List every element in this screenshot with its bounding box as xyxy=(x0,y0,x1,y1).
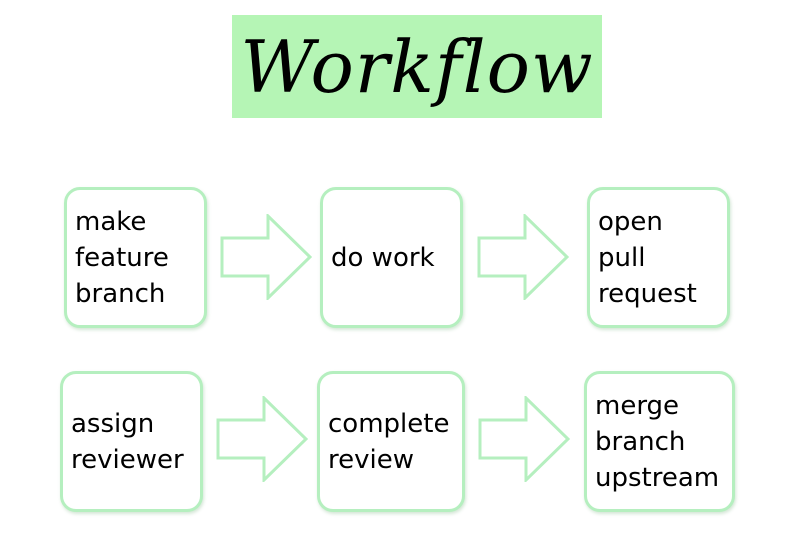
step-label: make feature branch xyxy=(75,206,169,309)
right-arrow-icon-svg xyxy=(216,396,308,482)
step-merge-branch-upstream: merge branch upstream xyxy=(584,371,735,512)
page-title: Workflow xyxy=(240,24,594,109)
right-arrow-icon xyxy=(478,396,570,482)
step-label: open pull request xyxy=(598,206,697,309)
right-arrow-icon-svg xyxy=(220,214,312,300)
right-arrow-icon-svg xyxy=(478,396,570,482)
step-open-pull-request: open pull request xyxy=(587,187,730,328)
title-box: Workflow xyxy=(232,15,602,118)
right-arrow-icon xyxy=(216,396,308,482)
step-label: complete review xyxy=(328,408,450,475)
right-arrow-icon-svg xyxy=(477,214,569,300)
step-make-feature-branch: make feature branch xyxy=(64,187,207,328)
right-arrow-icon xyxy=(477,214,569,300)
step-label: merge branch upstream xyxy=(595,390,720,493)
step-do-work: do work xyxy=(320,187,463,328)
right-arrow-icon xyxy=(220,214,312,300)
step-assign-reviewer: assign reviewer xyxy=(60,371,203,512)
step-label: do work xyxy=(331,242,435,273)
step-complete-review: complete review xyxy=(317,371,465,512)
step-label: assign reviewer xyxy=(71,408,184,475)
